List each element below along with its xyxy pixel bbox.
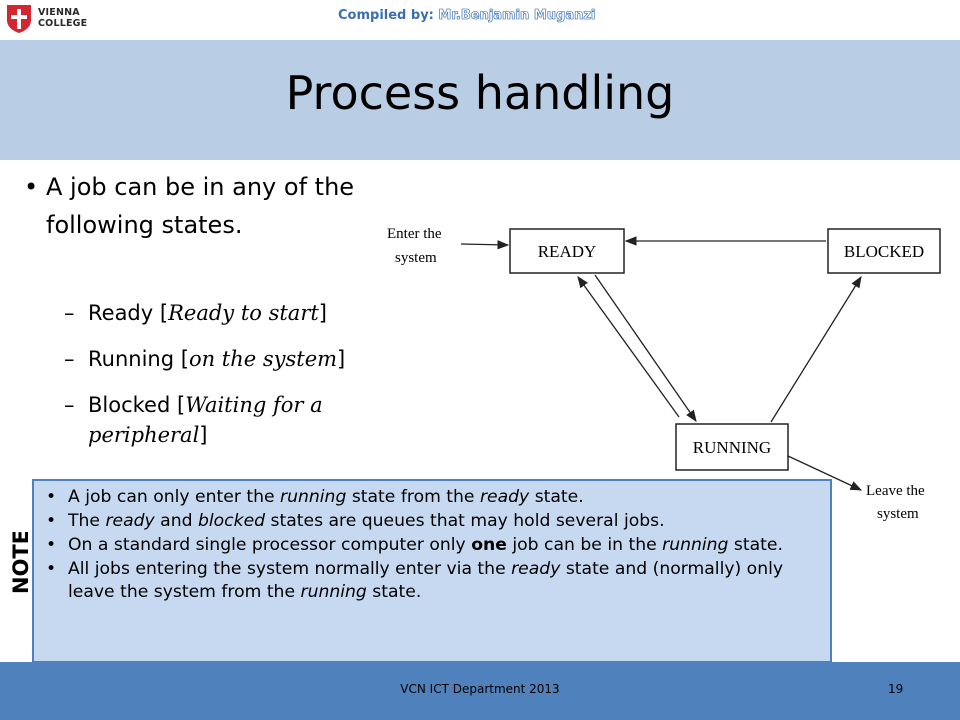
state-name: Running bbox=[88, 347, 175, 371]
state-name: Ready bbox=[88, 301, 154, 325]
footer-department: VCN ICT Department 2013 bbox=[400, 682, 560, 696]
running-to-ready-arrow bbox=[577, 276, 680, 418]
note-text: On a standard single processor computer … bbox=[68, 535, 783, 555]
vienna-college-logo: VIENNA COLLEGE bbox=[4, 3, 114, 37]
dash: – bbox=[64, 347, 75, 371]
note-text: A job can only enter the running state f… bbox=[68, 487, 584, 507]
title-band bbox=[0, 40, 960, 160]
note-item: •The ready and blocked states are queues… bbox=[46, 511, 665, 531]
enter-arrow bbox=[460, 240, 510, 250]
compiled-by: Compiled by: Mr.Benjamin Muganzi bbox=[338, 8, 596, 24]
leave-label-line-2: system bbox=[877, 506, 919, 522]
note-item: •All jobs entering the system normally e… bbox=[46, 559, 784, 602]
dash: – bbox=[64, 301, 75, 325]
note-item: •A job can only enter the running state … bbox=[46, 487, 584, 507]
enter-label-line-2: system bbox=[395, 250, 437, 266]
running-state-label: RUNNING bbox=[693, 438, 771, 457]
state-ready: – Ready [Ready to start] bbox=[24, 298, 464, 328]
ready-state-box bbox=[509, 228, 625, 274]
ready-state-label: READY bbox=[538, 242, 597, 261]
note-text: The ready and blocked states are queues … bbox=[68, 511, 665, 531]
state-note: Ready to start bbox=[168, 301, 319, 325]
state-name: Blocked bbox=[88, 393, 171, 417]
note-box: •A job can only enter the running state … bbox=[32, 479, 832, 663]
compiled-label: Compiled by: bbox=[338, 8, 434, 23]
logo-line-2: COLLEGE bbox=[38, 18, 88, 29]
state-diagram: Enter the system READY BLOCKED RUNNING L… bbox=[387, 226, 941, 522]
blocked-state-box bbox=[827, 228, 941, 274]
top-bar: VIENNA COLLEGE Compiled by: Mr.Benjamin … bbox=[0, 0, 960, 40]
bullet-intro: • A job can be in any of the following s… bbox=[24, 168, 464, 244]
running-state-box bbox=[675, 423, 789, 471]
footer-bar bbox=[0, 662, 960, 720]
bullet-dot: • bbox=[24, 173, 39, 201]
blocked-state-label: BLOCKED bbox=[844, 242, 924, 261]
state-running: – Running [on the system] bbox=[24, 344, 464, 374]
state-note: on the system bbox=[188, 347, 338, 371]
note-item: •On a standard single processor computer… bbox=[46, 535, 783, 555]
compiled-name: Mr.Benjamin Muganzi bbox=[438, 8, 596, 24]
shield-icon bbox=[7, 5, 31, 33]
leave-arrow bbox=[787, 455, 863, 491]
dash: – bbox=[64, 393, 75, 417]
note-label-text: NOTE bbox=[9, 532, 33, 594]
logo-line-1: VIENNA bbox=[38, 7, 80, 18]
note-label: NOTE bbox=[9, 532, 33, 594]
ready-to-running-arrow bbox=[594, 274, 697, 422]
running-to-blocked-arrow bbox=[770, 276, 862, 423]
bullet-list: • A job can be in any of the following s… bbox=[24, 168, 464, 450]
slide-title: Process handling bbox=[285, 66, 675, 120]
state-blocked: – Blocked [Waiting for a peripheral] bbox=[24, 390, 408, 450]
page-number: 19 bbox=[888, 682, 904, 696]
note-text: All jobs entering the system normally en… bbox=[68, 559, 784, 602]
state-note: Waiting for a peripheral bbox=[88, 393, 323, 447]
leave-label-line-1: Leave the bbox=[866, 483, 925, 499]
intro-text: A job can be in any of the following sta… bbox=[46, 173, 355, 239]
enter-label-line-1: Enter the bbox=[387, 226, 442, 242]
